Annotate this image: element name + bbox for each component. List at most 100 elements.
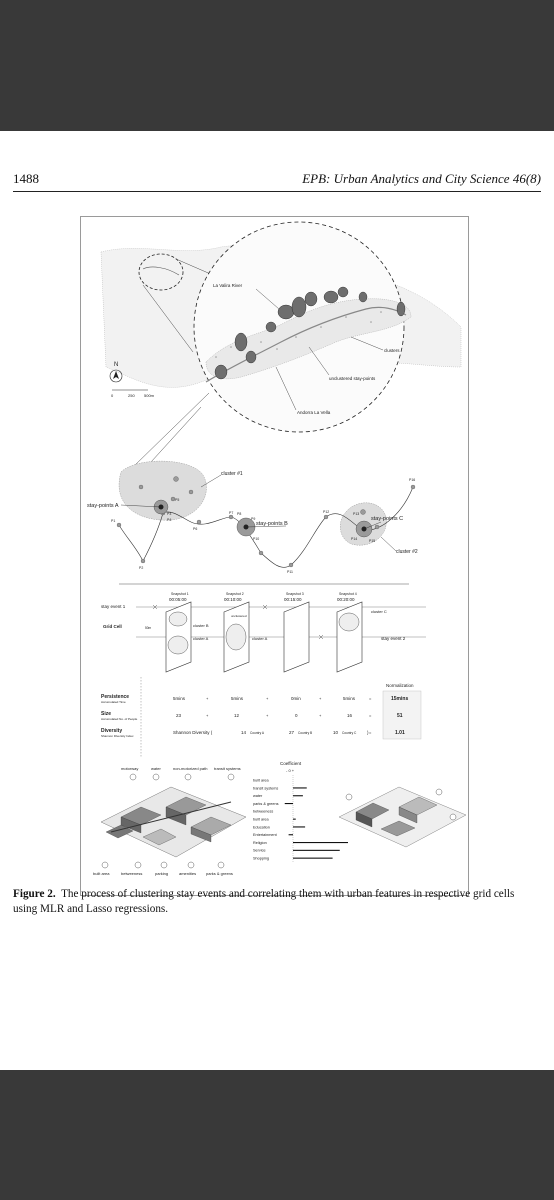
- isometric-city-right: [338, 786, 467, 848]
- snapshot-4-time: 00:20:00: [337, 597, 355, 602]
- caption-label: Figure 2.: [13, 888, 56, 900]
- p16-label: P16: [409, 478, 415, 482]
- normalization-header: Normalization: [386, 683, 414, 688]
- map-section: La Valira River clusters unclustered sta…: [100, 221, 462, 468]
- diversity-count-b: 27: [289, 730, 295, 735]
- size-label: Size: [101, 711, 111, 717]
- size-total: 51: [397, 713, 403, 719]
- plus-6: +: [319, 713, 322, 718]
- p1-label: P1: [111, 519, 115, 523]
- coefficient-row-label: Shopping: [253, 857, 269, 861]
- feature-transit-systems: transit systems: [214, 766, 241, 771]
- clusters-label: clusters: [384, 348, 400, 353]
- diversity-country-c: Country C: [342, 731, 357, 735]
- persistence-sub: Accumulated Time: [101, 700, 126, 704]
- size-val-4: 16: [347, 713, 353, 718]
- coefficient-axis: - 0 +: [286, 768, 295, 773]
- coefficient-row-label: parks & greens: [253, 802, 279, 806]
- diversity-total: 1.01: [395, 730, 405, 736]
- feature-water: water: [151, 766, 161, 771]
- plus-1: +: [206, 696, 209, 701]
- north-arrow-icon: [109, 369, 123, 383]
- urban-features-section: motorway water non-motorized path transi…: [93, 766, 467, 876]
- p2-label: P2: [139, 566, 143, 570]
- coefficient-row-label: built area: [253, 818, 270, 822]
- unclustered-points: [215, 311, 382, 358]
- coefficient-bar: [293, 842, 348, 844]
- snapshot-3-time: 00:15:00: [284, 597, 302, 602]
- figure-illustration: La Valira River clusters unclustered sta…: [87, 221, 467, 876]
- equals-1: =: [369, 696, 372, 701]
- plus-4: +: [206, 713, 209, 718]
- cluster-2-label: cluster #2: [396, 549, 418, 555]
- diversity-country-a: Country A: [250, 731, 265, 735]
- coefficient-title: Coefficient: [280, 761, 302, 766]
- page-header: 1488 EPB: Urban Analytics and City Scien…: [13, 171, 541, 189]
- plus-2: +: [266, 696, 269, 701]
- coefficient-bar: [293, 826, 306, 828]
- north-label: N: [114, 362, 118, 368]
- coefficient-bar: [293, 849, 340, 851]
- scale-500: 500m: [144, 393, 155, 398]
- coefficient-bar: [293, 795, 303, 797]
- paper-page: 1488 EPB: Urban Analytics and City Scien…: [0, 131, 554, 1070]
- coefficient-row-label: water: [253, 794, 263, 798]
- p13-label: P13: [353, 512, 359, 516]
- small-zoom-circle: [138, 253, 184, 291]
- p6-label: P6: [193, 527, 197, 531]
- cluster-1-label: cluster #1: [221, 471, 243, 477]
- page-number: 1488: [13, 171, 39, 186]
- river-line: [205, 306, 407, 383]
- persistence-val-2: 5mins: [231, 696, 244, 701]
- cluster-a-label-1: cluster A: [193, 636, 209, 641]
- diversity-close: ): [367, 730, 369, 735]
- stay-points-c-label: stay-points C: [371, 516, 403, 522]
- cluster-b-label: cluster B: [193, 623, 209, 628]
- snapshot-1-title: Snapshot 1: [171, 592, 189, 596]
- p9-label: P9: [251, 517, 255, 521]
- persistence-val-3: 0min: [291, 696, 301, 701]
- snapshot-1-time: 00:05:00: [169, 597, 187, 602]
- size-sub: Accumulated No. of People: [101, 717, 138, 721]
- p10-label: P10: [253, 537, 259, 541]
- coefficient-row-label: Education: [253, 825, 270, 829]
- cluster-blobs: [214, 286, 406, 380]
- persistence-total: 15mins: [391, 696, 408, 702]
- figure-2: La Valira River clusters unclustered sta…: [80, 216, 469, 896]
- coefficient-row-label: Religion: [253, 841, 267, 845]
- persistence-val-4: 5mins: [343, 696, 356, 701]
- feature-betweeness: betweeness: [121, 871, 142, 876]
- stay-points-section: cluster #1 cluster #2 stay-points A stay…: [87, 460, 418, 585]
- unclustered-label: unclustered stay-points: [329, 376, 376, 381]
- equals-3: =: [369, 730, 372, 735]
- diversity-count-c: 10: [333, 730, 339, 735]
- city-label: Andorra La Vella: [297, 410, 331, 415]
- feature-non-motorized-path: non-motorized path: [173, 766, 207, 771]
- feature-parking: parking: [155, 871, 168, 876]
- coefficient-bar: [293, 818, 296, 820]
- scale-0: 0: [111, 393, 114, 398]
- p11-label: P11: [287, 570, 293, 574]
- coefficient-bar: [293, 857, 333, 859]
- coefficient-bar: [293, 787, 307, 789]
- size-val-3: 0: [295, 713, 298, 718]
- cluster-a-label-2: cluster A: [252, 636, 268, 641]
- diversity-count-a: 14: [241, 730, 247, 735]
- p3-label: P3: [167, 512, 171, 516]
- coefficient-row-label: Service: [253, 849, 266, 853]
- p7-label: P7: [229, 511, 233, 515]
- diversity-label: Diversity: [101, 728, 122, 734]
- size-val-1: 23: [176, 713, 182, 718]
- diversity-sub: Shannon Diversity Index: [101, 734, 134, 738]
- snapshot-3-title: Snapshot 3: [286, 592, 304, 596]
- p15-label: P15: [369, 539, 375, 543]
- snapshot-4-cell: [336, 601, 363, 673]
- p5-label: P5: [175, 498, 179, 502]
- snapshot-4-title: Snapshot 4: [339, 592, 357, 596]
- cluster-c-label: cluster C: [371, 609, 387, 614]
- journal-title: EPB: Urban Analytics and City Science 46…: [302, 171, 541, 186]
- size-val-2: 12: [234, 713, 240, 718]
- river-label: La Valira River: [213, 283, 243, 288]
- bottom-dark-margin: [0, 1070, 554, 1200]
- top-dark-margin: [0, 0, 554, 131]
